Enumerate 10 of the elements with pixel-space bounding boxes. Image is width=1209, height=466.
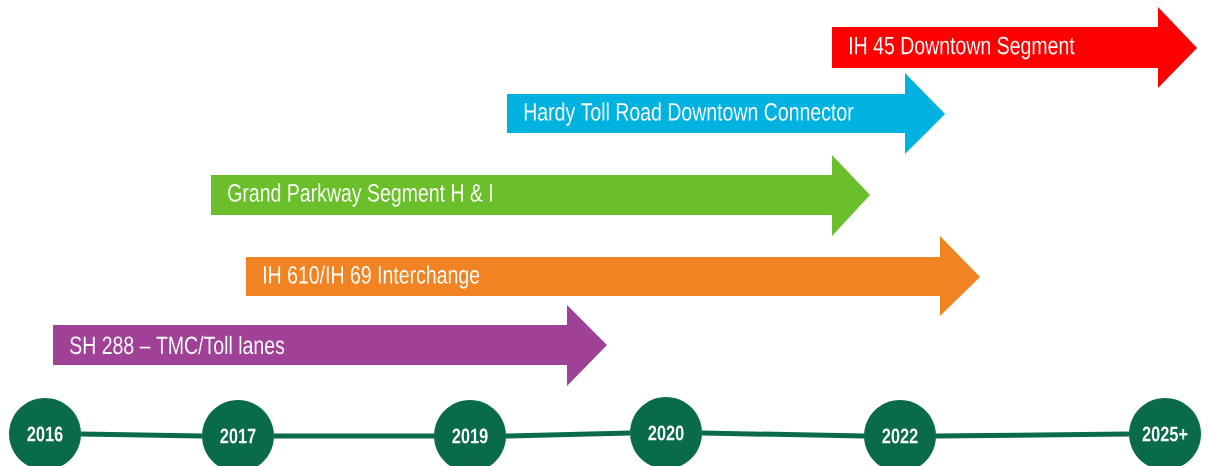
timeline-line [274, 433, 434, 439]
arrow-bar: Hardy Toll Road Downtown Connector [507, 73, 945, 154]
timeline-line [701, 430, 865, 439]
timeline-line [505, 430, 631, 439]
timeline-line [80, 431, 203, 439]
timeline-line [936, 431, 1130, 439]
arrow-bar: Grand Parkway Segment H & I [211, 155, 870, 236]
arrow-bar: IH 610/IH 69 Interchange [246, 236, 980, 316]
arrow-bar: SH 288 – TMC/Toll lanes [53, 305, 607, 386]
arrow-bar: IH 45 Downtown Segment [832, 7, 1197, 88]
